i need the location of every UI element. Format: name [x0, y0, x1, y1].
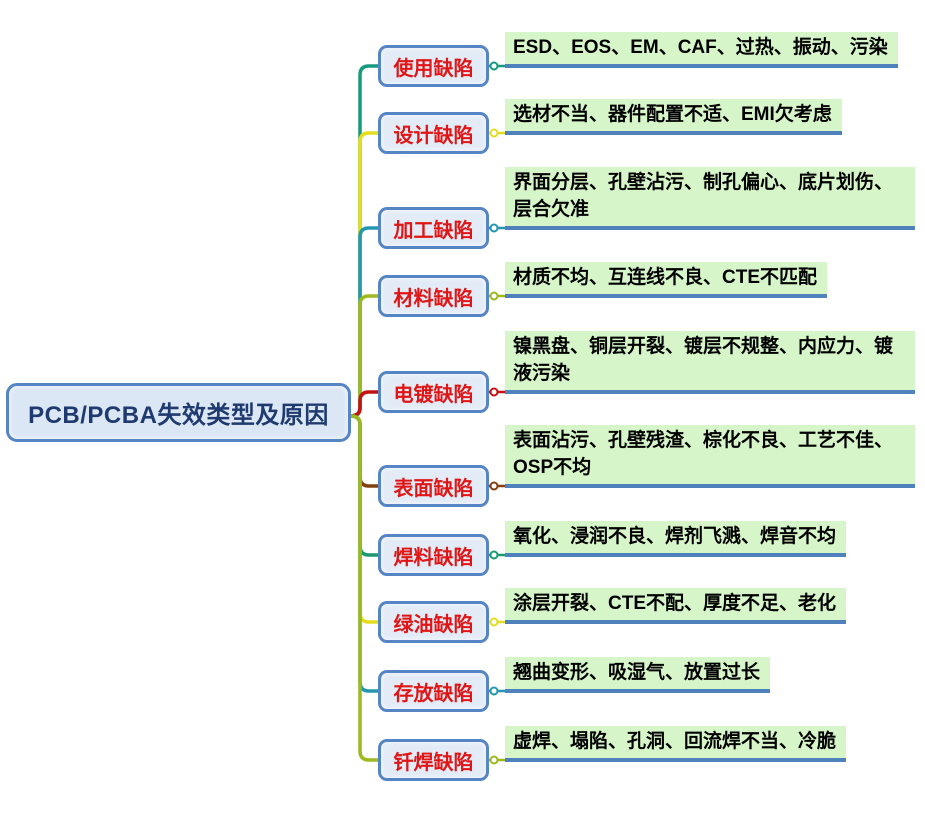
topic-node-3[interactable]: 材料缺陷	[378, 275, 489, 317]
branch-connector	[348, 414, 381, 488]
topic-label: 钎焊缺陷	[393, 751, 474, 774]
connector-dot-icon	[489, 755, 499, 765]
connector-dot-icon	[489, 61, 499, 71]
topic-node-6[interactable]: 焊料缺陷	[378, 534, 489, 576]
subtopic-node-4[interactable]: 镍黑盘、铜层开裂、镀层不规整、内应力、镀液污染	[505, 331, 915, 394]
subtopic-node-7[interactable]: 涂层开裂、CTE不配、厚度不足、老化	[505, 588, 847, 624]
branch-connector	[348, 390, 381, 418]
subtopic-text: 氧化、浸润不良、焊剂飞溅、焊音不均	[505, 521, 847, 553]
topic-label: 绿油缺陷	[393, 613, 474, 636]
root-topic-node[interactable]: PCB/PCBA失效类型及原因	[6, 383, 351, 442]
topic-label: 电镀缺陷	[393, 383, 474, 406]
subtopic-node-3[interactable]: 材质不均、互连线不良、CTE不匹配	[505, 262, 828, 298]
subtopic-node-5[interactable]: 表面沾污、孔壁残渣、棕化不良、工艺不佳、OSP不均	[505, 425, 915, 488]
subtopic-text: 虚焊、塌陷、孔洞、回流焊不当、冷脆	[505, 726, 847, 758]
subtopic-text: 表面沾污、孔壁残渣、棕化不良、工艺不佳、OSP不均	[505, 425, 915, 484]
topic-label: 使用缺陷	[393, 57, 474, 80]
topic-node-8[interactable]: 存放缺陷	[378, 670, 489, 712]
topic-label: 加工缺陷	[393, 219, 474, 242]
subtopic-text: 翘曲变形、吸湿气、放置过长	[505, 657, 771, 689]
subtopic-node-9[interactable]: 虚焊、塌陷、孔洞、回流焊不当、冷脆	[505, 726, 847, 762]
topic-node-7[interactable]: 绿油缺陷	[378, 601, 489, 643]
branch-connector	[348, 414, 381, 624]
branch-connector	[348, 294, 381, 418]
branch-connector	[348, 64, 381, 418]
connector-dot-icon	[489, 686, 499, 696]
connector-dot-icon	[489, 291, 499, 301]
topic-node-2[interactable]: 加工缺陷	[378, 207, 489, 249]
branch-connector	[348, 226, 381, 418]
topic-node-9[interactable]: 钎焊缺陷	[378, 739, 489, 781]
connector-dot-icon	[489, 387, 499, 397]
connector-dot-icon	[489, 481, 499, 491]
subtopic-node-6[interactable]: 氧化、浸润不良、焊剂飞溅、焊音不均	[505, 521, 847, 557]
subtopic-text: 选材不当、器件配置不适、EMI欠考虑	[505, 99, 842, 131]
root-topic-label: PCB/PCBA失效类型及原因	[28, 402, 329, 429]
topic-node-0[interactable]: 使用缺陷	[378, 45, 489, 87]
subtopic-node-0[interactable]: ESD、EOS、EM、CAF、过热、振动、污染	[505, 32, 898, 68]
connector-dot-icon	[489, 223, 499, 233]
subtopic-node-2[interactable]: 界面分层、孔壁沾污、制孔偏心、底片划伤、层合欠准	[505, 167, 915, 230]
topic-label: 表面缺陷	[393, 477, 474, 500]
topic-label: 焊料缺陷	[393, 546, 474, 569]
subtopic-text: 镍黑盘、铜层开裂、镀层不规整、内应力、镀液污染	[505, 331, 915, 390]
branch-connector	[348, 131, 381, 418]
topic-node-5[interactable]: 表面缺陷	[378, 465, 489, 507]
subtopic-text: 涂层开裂、CTE不配、厚度不足、老化	[505, 588, 847, 620]
topic-label: 设计缺陷	[393, 124, 474, 147]
topic-node-1[interactable]: 设计缺陷	[378, 112, 489, 154]
subtopic-text: 材质不均、互连线不良、CTE不匹配	[505, 262, 828, 294]
topic-label: 材料缺陷	[393, 287, 474, 310]
subtopic-text: ESD、EOS、EM、CAF、过热、振动、污染	[505, 32, 898, 64]
branch-connector	[348, 414, 381, 762]
subtopic-node-8[interactable]: 翘曲变形、吸湿气、放置过长	[505, 657, 771, 693]
connector-dot-icon	[489, 617, 499, 627]
topic-label: 存放缺陷	[393, 682, 474, 705]
subtopic-node-1[interactable]: 选材不当、器件配置不适、EMI欠考虑	[505, 99, 842, 135]
subtopic-text: 界面分层、孔壁沾污、制孔偏心、底片划伤、层合欠准	[505, 167, 915, 226]
connector-dot-icon	[489, 128, 499, 138]
connector-dot-icon	[489, 550, 499, 560]
topic-node-4[interactable]: 电镀缺陷	[378, 371, 489, 413]
